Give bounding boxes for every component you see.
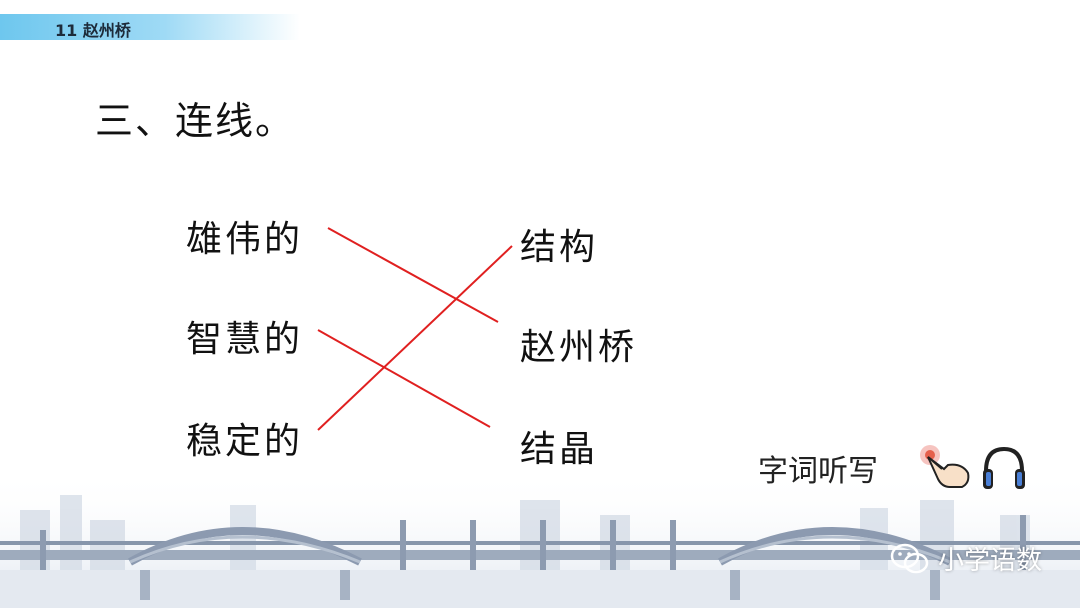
connection-line-1 xyxy=(328,228,498,322)
wechat-icon xyxy=(890,542,930,576)
right-word-2: 赵州桥 xyxy=(520,318,637,370)
watermark: 小学语数 xyxy=(890,540,1042,577)
headphone-icon[interactable] xyxy=(980,443,1028,493)
dictation-label[interactable]: 字词听写 xyxy=(758,446,878,490)
left-word-2: 智慧的 xyxy=(186,310,303,362)
pointing-hand-icon[interactable] xyxy=(918,443,974,491)
right-word-1: 结构 xyxy=(520,218,598,270)
connection-line-2 xyxy=(318,330,490,427)
left-word-3: 稳定的 xyxy=(186,412,303,464)
connection-line-3 xyxy=(318,246,512,430)
left-word-1: 雄伟的 xyxy=(186,210,303,262)
right-word-3: 结晶 xyxy=(520,420,598,472)
watermark-text: 小学语数 xyxy=(938,540,1042,577)
